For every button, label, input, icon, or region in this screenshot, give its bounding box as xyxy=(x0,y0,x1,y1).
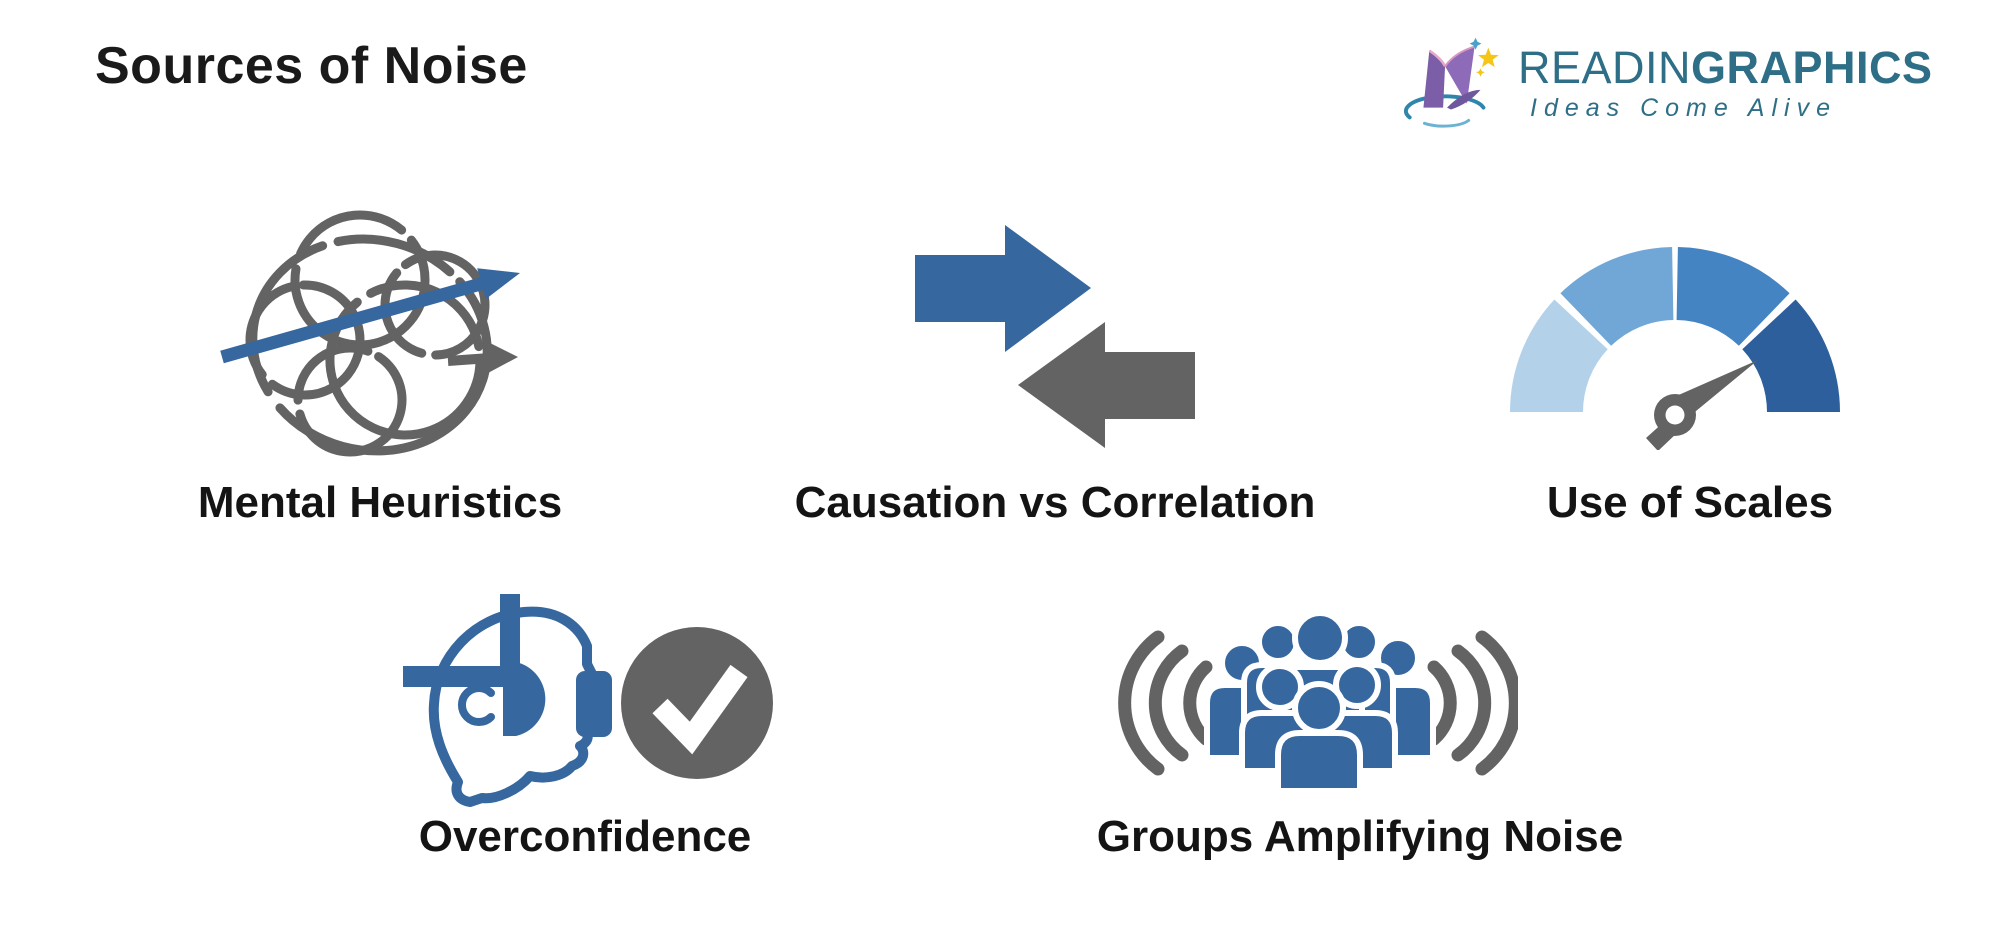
headset-vertical-bar xyxy=(500,594,520,672)
item-groups-amplifying-noise: Groups Amplifying Noise xyxy=(1075,585,1645,875)
brand-name: READINGRAPHICS xyxy=(1518,44,1933,91)
face-device xyxy=(576,671,612,737)
tangle-arrows-icon xyxy=(220,210,520,457)
blue-arrow-head xyxy=(477,268,520,300)
book-left-page xyxy=(1423,50,1446,108)
page-edge-highlight-2 xyxy=(1444,45,1475,67)
gauge-segment-4 xyxy=(1742,299,1840,412)
checkmark-stroke xyxy=(652,664,748,755)
opposing-arrows-icon xyxy=(915,225,1195,448)
ear-c-shape xyxy=(457,684,495,726)
book-logo-icon xyxy=(1403,37,1499,128)
page-edge-highlight xyxy=(1428,49,1447,67)
crowd-sound-waves-icon xyxy=(1118,610,1518,794)
brand-bold: GRAPHICS xyxy=(1691,42,1933,93)
star-icon xyxy=(1478,47,1499,68)
item-label: Mental Heuristics xyxy=(197,478,563,527)
sound-waves-left xyxy=(1118,630,1213,776)
gauge-segment-2 xyxy=(1560,247,1674,346)
book-right-page xyxy=(1445,46,1475,104)
item-label: Groups Amplifying Noise xyxy=(1096,812,1624,861)
item-use-of-scales: Use of Scales xyxy=(1455,160,1925,540)
gray-arrow-head xyxy=(488,342,518,373)
gauge-segment-1 xyxy=(1510,299,1608,412)
gauge-segment-3 xyxy=(1676,247,1790,346)
logo-text: READINGRAPHICS Ideas Come Alive xyxy=(1518,28,1933,123)
readinggraphics-logo: READINGRAPHICS Ideas Come Alive xyxy=(1390,28,1933,138)
logo-swirl xyxy=(1403,94,1486,120)
item-overconfidence: Overconfidence xyxy=(320,585,850,875)
right-arrow xyxy=(915,225,1091,352)
checkmark-icon xyxy=(621,627,773,779)
brand-regular: READIN xyxy=(1518,42,1692,93)
book-flip-page xyxy=(1447,89,1481,110)
item-label: Causation vs Correlation xyxy=(794,478,1316,527)
item-mental-heuristics: Mental Heuristics xyxy=(115,160,645,540)
brand-tagline: Ideas Come Alive xyxy=(1530,94,1837,123)
small-star-icon xyxy=(1469,37,1482,50)
crowd-people xyxy=(1204,610,1436,794)
blue-arrow-shaft xyxy=(220,276,486,364)
gauge-hub-center xyxy=(1665,405,1685,425)
item-label: Use of Scales xyxy=(1546,478,1834,527)
ear-cup xyxy=(503,662,546,736)
logo-swirl-inner xyxy=(1422,118,1471,128)
left-arrow xyxy=(1018,322,1195,448)
tiny-star-icon xyxy=(1476,68,1485,77)
headset-horizontal-bar xyxy=(403,666,508,687)
item-causation-vs-correlation: Causation vs Correlation xyxy=(760,160,1350,540)
page-title: Sources of Noise xyxy=(95,37,528,95)
gauge-icon xyxy=(1510,247,1840,450)
gray-arrow-shaft xyxy=(447,353,491,366)
head-headset-check-icon xyxy=(403,594,773,807)
item-label: Overconfidence xyxy=(418,812,752,861)
sound-waves-right xyxy=(1427,630,1518,776)
